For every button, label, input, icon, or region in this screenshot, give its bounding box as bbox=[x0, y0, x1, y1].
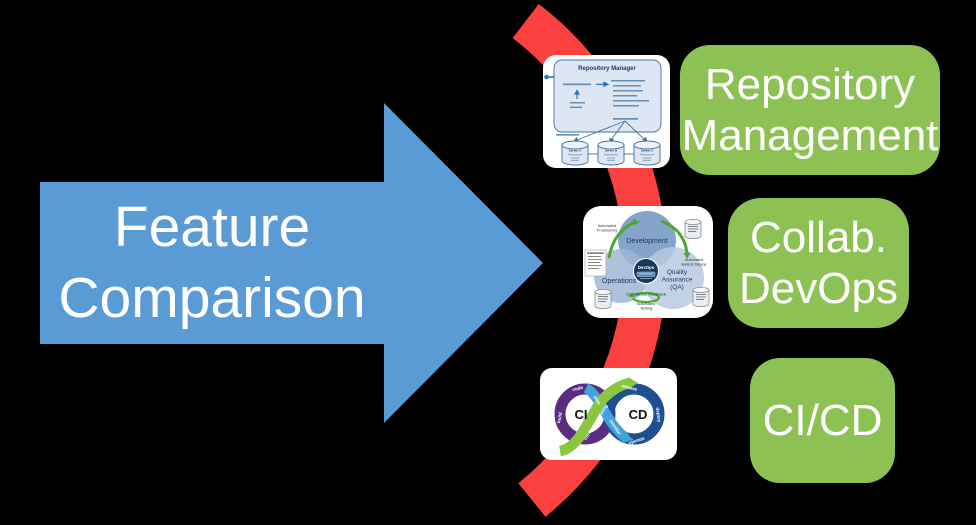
qa-label-line3: (QA) bbox=[670, 284, 684, 291]
cylinder-icon bbox=[594, 289, 612, 309]
svg-text:Server A: Server A bbox=[569, 149, 582, 153]
deploy-label: deploy bbox=[655, 407, 662, 423]
repository-manager-panel bbox=[553, 59, 662, 133]
text-placeholder-lines bbox=[556, 80, 649, 136]
release-label: release bbox=[621, 383, 638, 392]
automated-build-line2: Build & Deploy bbox=[682, 263, 707, 267]
operate-label: operate bbox=[628, 435, 646, 445]
cylinder-icon: Server B Repositories bbox=[597, 140, 625, 166]
svg-text:DevOps: DevOps bbox=[638, 265, 655, 270]
automated-provisioning-line2: Provisioning bbox=[597, 229, 618, 233]
svg-text:Server C: Server C bbox=[641, 149, 654, 153]
repository-manager-title: Repository Manager bbox=[578, 66, 636, 72]
build-label: build bbox=[556, 412, 563, 424]
green-cycle-arrows bbox=[607, 219, 689, 304]
collab-devops-box: Collab. DevOps bbox=[728, 198, 909, 328]
qa-circle bbox=[642, 247, 704, 309]
green-arrowheads bbox=[629, 218, 691, 297]
ci-label: CI bbox=[575, 407, 588, 422]
automated-provisioning-line1: Automated bbox=[598, 224, 616, 228]
cylinder-icon: Server A Repositories bbox=[561, 140, 589, 166]
arrow-label-line2: Comparison bbox=[58, 266, 366, 330]
mini-flow-arrows bbox=[573, 81, 610, 99]
code-label: code bbox=[572, 385, 584, 392]
arrow-label-line1: Feature bbox=[113, 195, 311, 259]
plan-label: plan bbox=[593, 395, 602, 406]
automated-build-line1: Automated bbox=[685, 258, 703, 262]
svg-text:Repositories: Repositories bbox=[568, 153, 583, 157]
cicd-box: CI/CD bbox=[750, 358, 895, 483]
cicd-box-line1: CI/CD bbox=[762, 396, 883, 445]
development-label: Development bbox=[626, 238, 667, 245]
devops-box-line2: DevOps bbox=[739, 264, 898, 313]
svg-text:Repositories: Repositories bbox=[640, 153, 655, 157]
devops-cycle-thumbnail: Development Operations Quality Assurance… bbox=[583, 206, 713, 318]
server-cylinders: Server A Repositories Server B Repositor… bbox=[561, 140, 661, 166]
automated-testing-line1: Automated bbox=[637, 302, 655, 306]
operations-label: Operations bbox=[602, 278, 637, 285]
repository-box-line1: Repository bbox=[704, 60, 916, 109]
continuous-feedback-label: Continuous Feedback bbox=[626, 293, 667, 297]
feature-arrow-label: Feature Comparison bbox=[40, 182, 384, 344]
devops-circles bbox=[594, 211, 704, 309]
repository-box-line2: Management bbox=[681, 111, 939, 160]
side-list-box bbox=[584, 249, 607, 277]
devops-center-badge: DevOps bbox=[633, 258, 659, 284]
cylinder-icon bbox=[684, 218, 702, 239]
corner-cylinders bbox=[594, 218, 710, 309]
continuous-testing-band bbox=[558, 377, 632, 457]
qa-label-line2: Assurance bbox=[662, 277, 693, 284]
repository-manager-thumbnail: Repository Manager bbox=[543, 55, 670, 168]
qa-label-line1: Quality bbox=[667, 269, 688, 276]
plan-monitor-band bbox=[583, 383, 630, 442]
cylinder-icon bbox=[692, 287, 710, 307]
cylinder-icon: Server C Repositories bbox=[633, 140, 661, 166]
cd-label: CD bbox=[629, 407, 648, 422]
automated-testing-line2: Testing bbox=[640, 307, 652, 311]
arrow-polygon bbox=[40, 103, 543, 423]
devops-box-line1: Collab. bbox=[750, 213, 887, 262]
svg-text:Server B: Server B bbox=[605, 149, 618, 153]
left-connector bbox=[544, 74, 555, 80]
band-arrowheads bbox=[622, 377, 638, 443]
repository-management-box: Repository Management bbox=[680, 45, 940, 175]
cicd-loop-thumbnail: CI CD code build plan monitor continuous… bbox=[540, 368, 677, 460]
svg-text:Repositories: Repositories bbox=[604, 153, 619, 157]
